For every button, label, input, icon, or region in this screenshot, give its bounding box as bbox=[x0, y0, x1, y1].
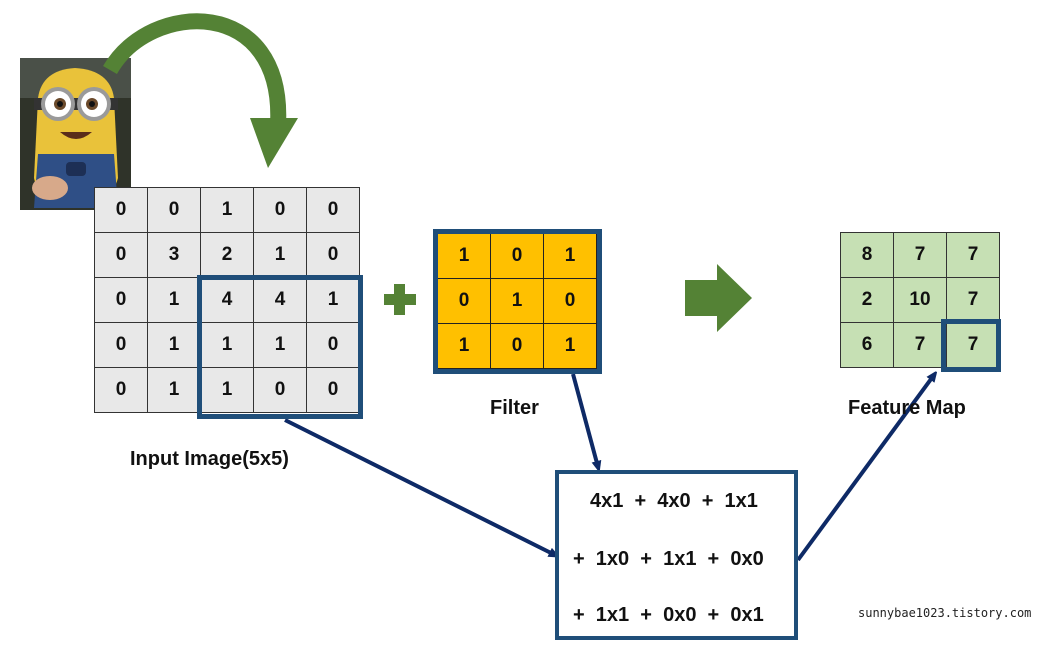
feature-highlight-box bbox=[941, 319, 1001, 372]
feature-cell: 6 bbox=[841, 323, 894, 368]
calc-line-2: + 1x0 + 1x1 + 0x0 bbox=[573, 548, 764, 570]
input-cell: 1 bbox=[148, 323, 201, 368]
filter-cell: 1 bbox=[491, 279, 544, 324]
feature-cell: 7 bbox=[894, 323, 947, 368]
filter-to-calc-arrow bbox=[571, 373, 598, 467]
filter-cell: 0 bbox=[491, 324, 544, 369]
input-cell: 0 bbox=[95, 233, 148, 278]
input-image-label: Input Image(5x5) bbox=[130, 448, 289, 470]
input-cell: 1 bbox=[201, 323, 254, 368]
calc-to-feature-arrow bbox=[796, 375, 934, 562]
filter-cell: 0 bbox=[491, 234, 544, 279]
filter-cell: 1 bbox=[438, 234, 491, 279]
input-cell: 2 bbox=[201, 233, 254, 278]
filter-cell: 1 bbox=[544, 324, 597, 369]
input-cell: 0 bbox=[148, 188, 201, 233]
input-cell: 1 bbox=[201, 188, 254, 233]
plus-icon bbox=[384, 284, 416, 315]
feature-cell: 8 bbox=[841, 233, 894, 278]
input-to-calc-arrow bbox=[284, 418, 555, 555]
watermark: sunnybae1023.tistory.com bbox=[858, 606, 1032, 620]
input-cell: 0 bbox=[307, 368, 360, 413]
filter-cell: 0 bbox=[438, 279, 491, 324]
input-cell: 0 bbox=[95, 278, 148, 323]
input-cell: 1 bbox=[201, 368, 254, 413]
feature-cell: 10 bbox=[894, 278, 947, 323]
filter-cell: 0 bbox=[544, 279, 597, 324]
filter-label: Filter bbox=[490, 397, 539, 419]
calculation-box: 4x1 + 4x0 + 1x1 + 1x0 + 1x1 + 0x0 + 1x1 … bbox=[555, 470, 798, 640]
feature-cell: 2 bbox=[841, 278, 894, 323]
input-highlight-box bbox=[197, 275, 363, 419]
input-cell: 1 bbox=[254, 233, 307, 278]
feature-cell: 7 bbox=[947, 233, 1000, 278]
input-cell: 0 bbox=[95, 188, 148, 233]
input-cell: 1 bbox=[148, 368, 201, 413]
feature-cell: 7 bbox=[894, 233, 947, 278]
input-cell: 0 bbox=[95, 368, 148, 413]
input-cell: 0 bbox=[254, 368, 307, 413]
calc-line-1: 4x1 + 4x0 + 1x1 bbox=[590, 490, 758, 512]
input-cell: 0 bbox=[307, 188, 360, 233]
input-cell: 0 bbox=[307, 233, 360, 278]
input-cell: 1 bbox=[148, 278, 201, 323]
input-cell: 1 bbox=[254, 323, 307, 368]
input-cell: 3 bbox=[148, 233, 201, 278]
filter-cell: 1 bbox=[438, 324, 491, 369]
curved-arrow-icon bbox=[103, 13, 298, 168]
input-cell: 4 bbox=[254, 278, 307, 323]
input-cell: 0 bbox=[254, 188, 307, 233]
right-arrow-icon bbox=[685, 264, 752, 332]
input-cell: 4 bbox=[201, 278, 254, 323]
calc-line-3: + 1x1 + 0x0 + 0x1 bbox=[573, 604, 764, 626]
feature-cell: 7 bbox=[947, 278, 1000, 323]
filter-cell: 1 bbox=[544, 234, 597, 279]
input-cell: 0 bbox=[95, 323, 148, 368]
input-cell: 1 bbox=[307, 278, 360, 323]
feature-map-label: Feature Map bbox=[848, 397, 966, 419]
